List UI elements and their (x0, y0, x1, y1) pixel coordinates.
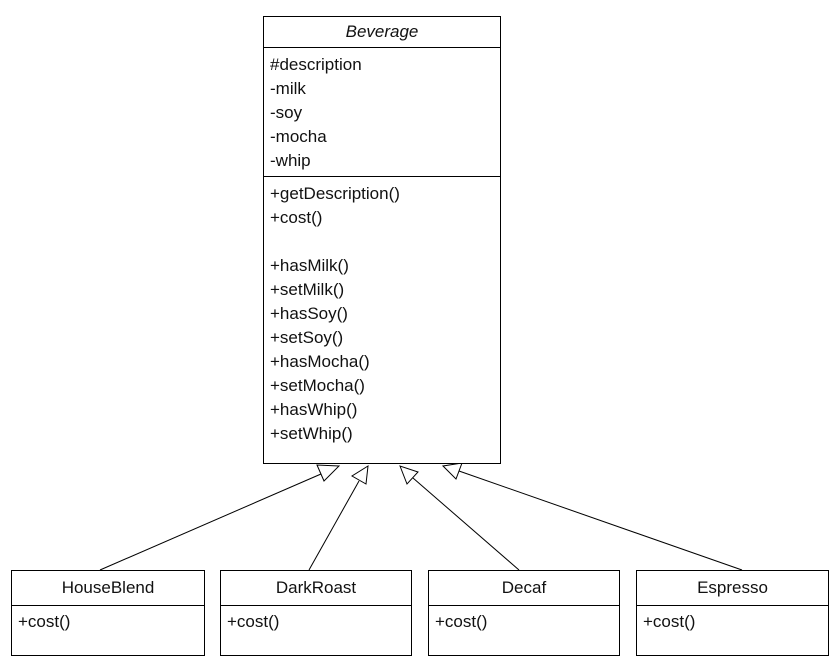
method-cost: +cost() (435, 612, 488, 631)
inheritance-arrowhead-houseblend (316, 464, 341, 482)
method-set-milk: +setMilk() (270, 280, 345, 299)
attribute-description: #description (270, 55, 362, 74)
method-spacer (270, 230, 494, 254)
method-has-whip: +hasWhip() (270, 400, 358, 419)
class-name-houseblend: HouseBlend (12, 571, 204, 606)
espresso-class: Espresso +cost() (636, 570, 829, 656)
method-has-milk: +hasMilk() (270, 256, 349, 275)
darkroast-class: DarkRoast +cost() (220, 570, 412, 656)
inheritance-line-decaf (412, 477, 520, 571)
method-has-soy: +hasSoy() (270, 304, 348, 323)
espresso-methods: +cost() (637, 606, 828, 637)
attribute-soy: -soy (270, 103, 303, 122)
method-set-whip: +setWhip() (270, 424, 353, 443)
inheritance-arrowhead-decaf (399, 465, 419, 485)
class-name-darkroast: DarkRoast (221, 571, 411, 606)
attribute-whip: -whip (270, 151, 311, 170)
beverage-attributes: #description -milk -soy -mocha -whip (264, 48, 500, 177)
houseblend-methods: +cost() (12, 606, 204, 637)
inheritance-line-houseblend (99, 473, 322, 571)
method-has-mocha: +hasMocha() (270, 352, 370, 371)
decaf-methods: +cost() (429, 606, 619, 637)
method-cost: +cost() (227, 612, 280, 631)
class-name-decaf: Decaf (429, 571, 619, 606)
darkroast-methods: +cost() (221, 606, 411, 637)
attribute-mocha: -mocha (270, 127, 327, 146)
inheritance-arrowhead-darkroast (351, 465, 369, 485)
beverage-methods: +getDescription() +cost() +hasMilk() +se… (264, 177, 500, 449)
method-set-soy: +setSoy() (270, 328, 344, 347)
houseblend-class: HouseBlend +cost() (11, 570, 205, 656)
attribute-milk: -milk (270, 79, 306, 98)
class-name-espresso: Espresso (637, 571, 828, 606)
method-cost: +cost() (643, 612, 696, 631)
method-cost: +cost() (270, 208, 323, 227)
method-cost: +cost() (18, 612, 71, 631)
method-set-mocha: +setMocha() (270, 376, 365, 395)
inheritance-arrowhead-espresso (441, 462, 463, 480)
class-name-beverage: Beverage (264, 17, 500, 48)
decaf-class: Decaf +cost() (428, 570, 620, 656)
method-get-description: +getDescription() (270, 184, 400, 203)
inheritance-line-darkroast (308, 480, 360, 571)
inheritance-line-espresso (458, 470, 743, 571)
beverage-class: Beverage #description -milk -soy -mocha … (263, 16, 501, 464)
